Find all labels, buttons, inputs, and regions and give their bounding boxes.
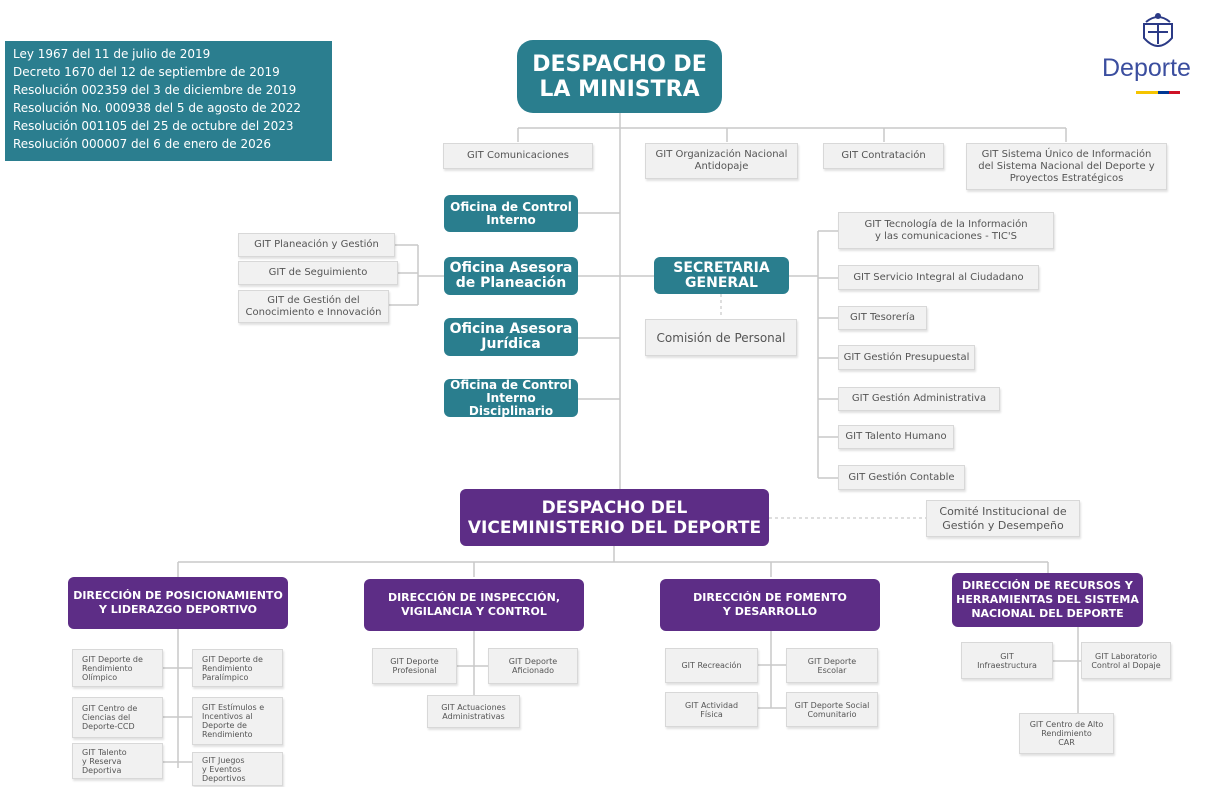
flag-stripe [1169,91,1180,94]
git-box: GIT Contratación [823,143,944,169]
flag-stripe [1158,91,1169,94]
secretaria-general-box: SECRETARIA GENERAL [654,257,789,294]
oficina-control-interno-disciplinario: Oficina de Control Interno Disciplinario [444,378,578,417]
git-box: GIT Juegos y Eventos Deportivos [192,752,283,786]
git-box: GIT Recreación [665,648,758,683]
direccion-posicionamiento: DIRECCIÓN DE POSICIONAMIENTO Y LIDERAZGO… [68,577,288,629]
git-box: GIT Deporte Escolar [786,648,878,683]
despacho-ministra-box: DESPACHO DE LA MINISTRA [517,40,722,113]
colombia-coat-of-arms-icon [1143,13,1173,47]
git-box: GIT Tesorería [838,306,927,330]
oficina-asesora-planeacion: Oficina Asesora de Planeación [444,257,578,295]
oficina-control-interno: Oficina de Control Interno [444,195,578,232]
git-box: GIT de Seguimiento [238,261,398,285]
git-box: GIT Talento Humano [838,425,954,449]
flag-stripe [1136,91,1158,94]
git-box: GIT Gestión Contable [838,465,965,490]
git-box: GIT Estímulos e Incentivos al Deporte de… [192,697,283,745]
git-box: GIT Actuaciones Administrativas [427,695,520,728]
git-box: GIT Centro de Alto Rendimiento CAR [1019,713,1114,754]
legal-ref: Decreto 1670 del 12 de septiembre de 201… [13,65,280,79]
logo-text: Deporte [1102,54,1191,82]
git-box: GIT Centro de Ciencias del Deporte-CCD [72,697,163,738]
comite-institucional-box: Comité Institucional de Gestión y Desemp… [926,500,1080,537]
git-box: GIT Actividad Física [665,692,758,727]
git-box: GIT Infraestructura [961,642,1053,679]
git-box: GIT Deporte Social Comunitario [786,692,878,727]
comision-personal-box: Comisión de Personal [645,319,797,356]
legal-ref: Resolución 000007 del 6 de enero de 2026 [13,137,271,151]
git-box: GIT Deporte Profesional [372,648,457,684]
despacho-viceministerio-box: DESPACHO DEL VICEMINISTERIO DEL DEPORTE [460,489,769,546]
git-box: GIT Comunicaciones [443,143,593,169]
oficina-asesora-juridica: Oficina Asesora Jurídica [444,318,578,356]
git-box: GIT de Gestión del Conocimiento e Innova… [238,290,389,323]
git-box: GIT Planeación y Gestión [238,233,395,257]
git-box: GIT Talento y Reserva Deportiva [72,743,163,779]
legal-references-box: Ley 1967 del 11 de julio de 2019 Decreto… [5,41,332,161]
direccion-fomento: DIRECCIÓN DE FOMENTO Y DESARROLLO [660,579,880,631]
legal-ref: Resolución 001105 del 25 de octubre del … [13,119,294,133]
git-box: GIT Gestión Administrativa [838,387,1000,411]
git-box: GIT Laboratorio Control al Dopaje [1081,642,1171,679]
git-box: GIT Tecnología de la Información y las c… [838,212,1054,249]
git-box: GIT Gestión Presupuestal [838,345,975,370]
git-box: GIT Deporte de Rendimiento Paralímpico [192,649,283,687]
legal-ref: Resolución 002359 del 3 de diciembre de … [13,83,297,97]
direccion-inspeccion: DIRECCIÓN DE INSPECCIÓN, VIGILANCIA Y CO… [364,579,584,631]
deporte-logo: Deporte [1098,8,1218,98]
git-box: GIT Servicio Integral al Ciudadano [838,265,1039,290]
direccion-recursos: DIRECCIÓN DE RECURSOS Y HERRAMIENTAS DEL… [952,573,1143,627]
git-box: GIT Organización Nacional Antidopaje [645,143,798,179]
git-box: GIT Deporte de Rendimiento Olímpico [72,649,163,687]
git-box: GIT Deporte Aficionado [488,648,578,684]
legal-ref: Resolución No. 000938 del 5 de agosto de… [13,101,301,115]
git-box: GIT Sistema Único de Información del Sis… [966,143,1167,190]
legal-ref: Ley 1967 del 11 de julio de 2019 [13,47,211,61]
